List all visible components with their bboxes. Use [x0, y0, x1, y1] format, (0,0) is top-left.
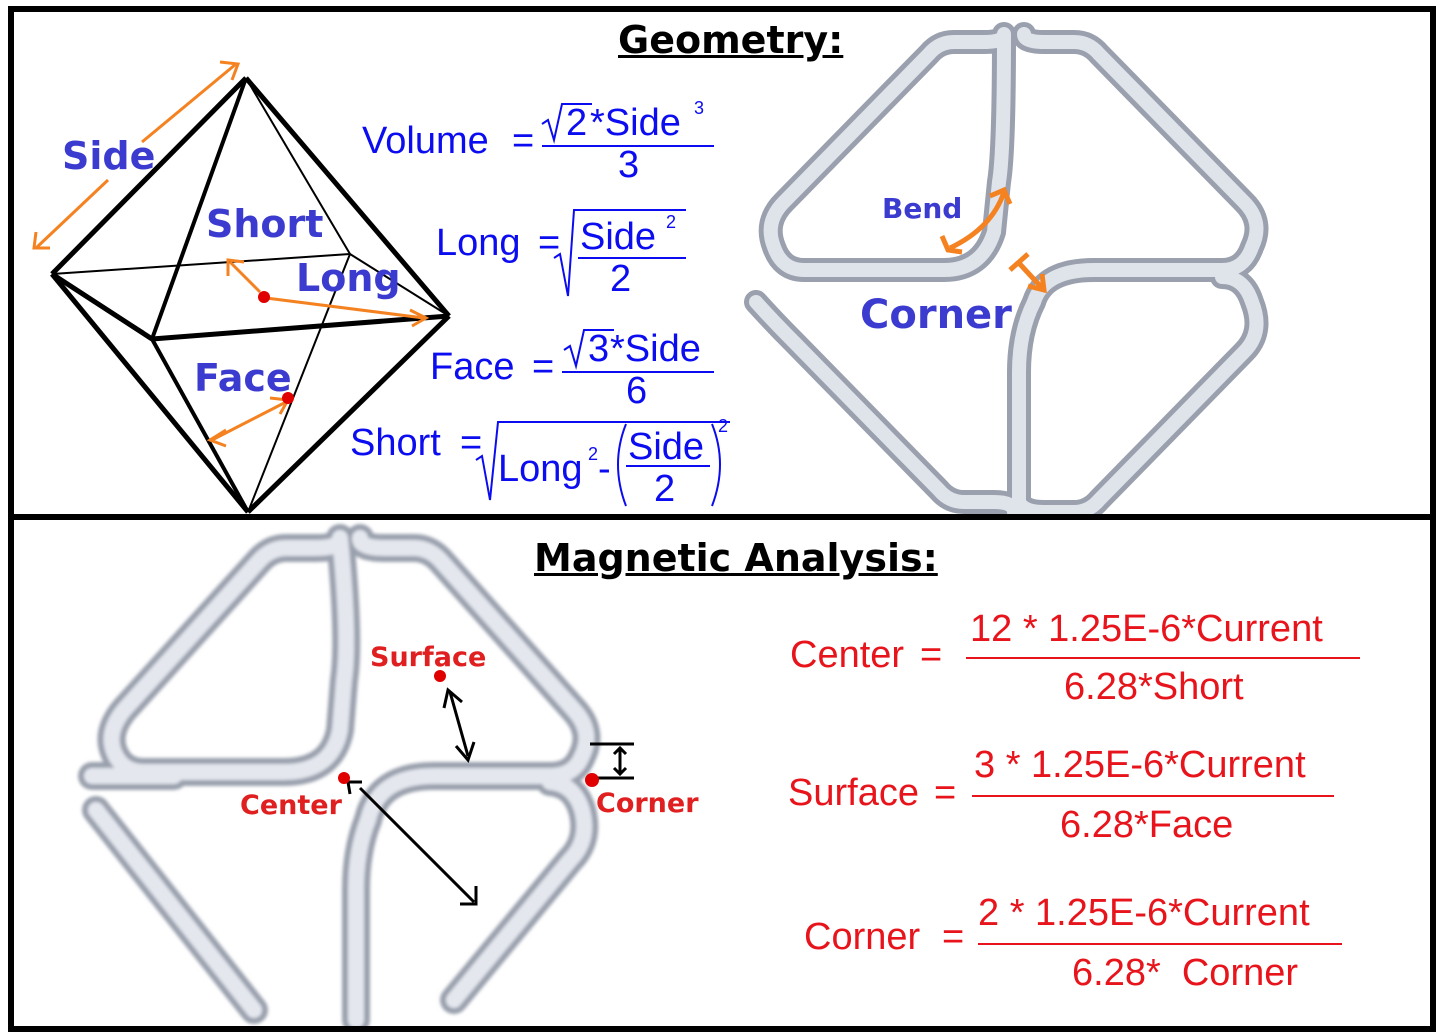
corner-label: Corner — [860, 292, 1012, 338]
volume-lhs: Volume — [362, 120, 489, 162]
long-label: Long — [296, 256, 401, 300]
coil-diagram — [78, 524, 1360, 1026]
face-label: Face — [194, 356, 292, 400]
geometry-panel: Geometry: — [8, 6, 1436, 520]
magnetic-panel: Magnetic Analysis: — [8, 514, 1436, 1032]
bend-label: Bend — [882, 192, 963, 225]
short-label: Short — [206, 202, 324, 246]
octahedron-diagram — [32, 22, 1269, 514]
center-point-label: Center — [240, 790, 342, 821]
magnetic-title: Magnetic Analysis: — [534, 536, 938, 580]
surface-point-label: Surface — [370, 642, 487, 673]
geometry-title: Geometry: — [618, 18, 844, 62]
corner-point-label: Corner — [596, 788, 699, 819]
side-label: Side — [62, 134, 156, 178]
